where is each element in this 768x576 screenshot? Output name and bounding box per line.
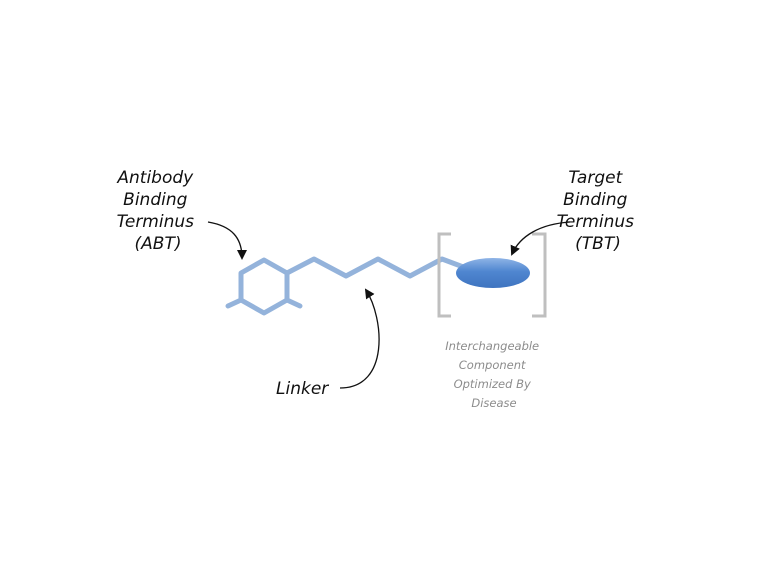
abt-ring: [238, 257, 290, 316]
tbt-label: Target Binding Terminus (TBT): [557, 168, 640, 254]
abt-label-line-1: Antibody: [116, 168, 194, 188]
interchangeable-line-2: Component: [459, 358, 526, 372]
abt-ring-substituent: [225, 297, 244, 309]
right-bracket: [532, 232, 547, 318]
linker-arrow: [339, 288, 380, 389]
abt-label: Antibody Binding Terminus (ABT): [116, 168, 199, 254]
tbt-label-line-3: Terminus: [557, 212, 635, 232]
abt-arrow: [207, 221, 247, 260]
linker-chain: [284, 256, 469, 279]
linker-label: Linker: [276, 379, 329, 399]
tbt-label-line-1: Target: [568, 168, 623, 188]
tbt-arrow: [510, 221, 571, 256]
abt-label-line-4: (ABT): [135, 234, 182, 254]
interchangeable-line-1: Interchangeable: [445, 339, 539, 353]
molecule-structure: [225, 256, 469, 316]
abt-label-line-3: Terminus: [117, 212, 195, 232]
interchangeable-label: Interchangeable Component Optimized By D…: [445, 339, 543, 410]
abt-label-line-2: Binding: [123, 190, 187, 210]
left-bracket: [437, 232, 451, 318]
abt-ring-substituent-right: [284, 297, 303, 309]
interchangeable-line-4: Disease: [471, 396, 516, 410]
interchangeable-line-3: Optimized By: [454, 377, 531, 391]
tbt-label-line-2: Binding: [563, 190, 627, 210]
tbt-ellipse: [456, 258, 530, 288]
tbt-label-line-4: (TBT): [575, 234, 621, 254]
